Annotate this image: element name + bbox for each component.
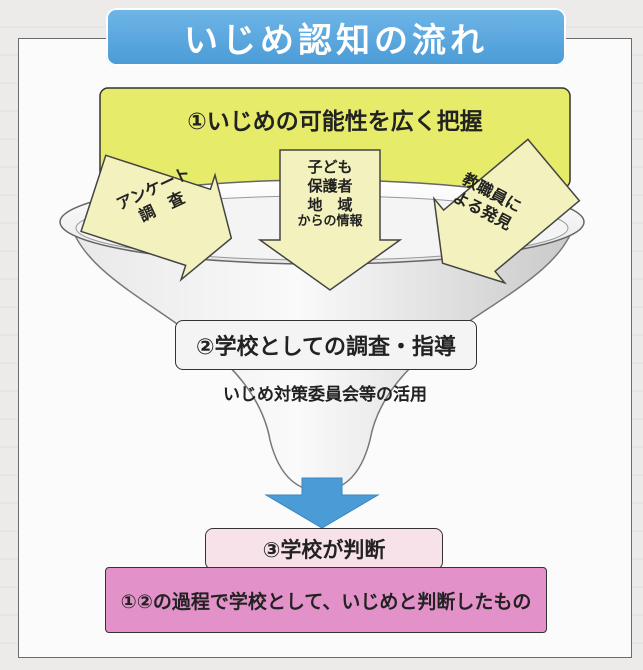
source-info-line1: 子ども [307, 158, 353, 176]
step3-box: ③学校が判断 [205, 528, 443, 570]
source-info-line4: からの情報 [297, 214, 363, 230]
result-box: ①②の過程で学校として、いじめと判断したもの [105, 567, 547, 633]
source-info: 子ども 保護者 地 域 からの情報 [282, 158, 378, 231]
center-arrow-shape [257, 149, 403, 291]
step1-label: ①いじめの可能性を広く把握 [187, 109, 483, 135]
diagram-title: いじめ認知の流れ [106, 8, 566, 66]
step2-box: ②学校としての調査・指導 [175, 320, 477, 370]
down-arrow [264, 477, 380, 529]
source-info-line2: 保護者 [307, 176, 353, 195]
step2-subtext: いじめ対策委員会等の活用 [223, 385, 427, 405]
left-arrow-shape [80, 154, 233, 282]
right-arrow-shape [432, 138, 581, 285]
source-info-line3: 地 域 [307, 195, 353, 214]
